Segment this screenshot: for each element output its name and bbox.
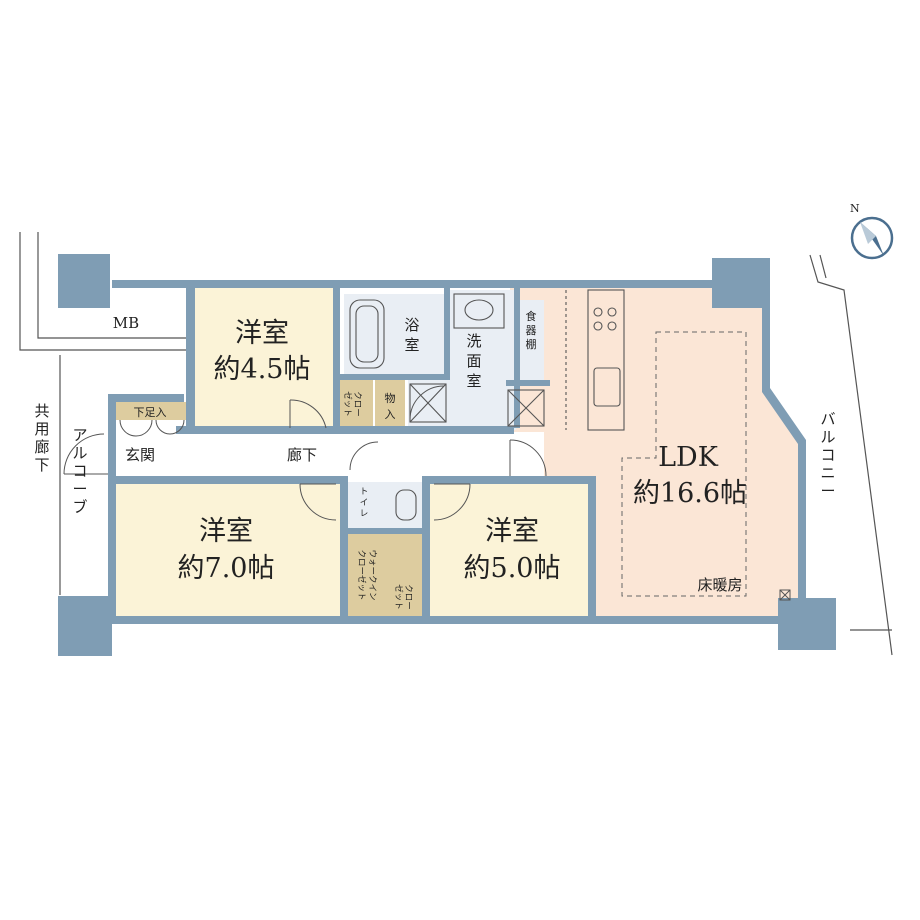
column-n [712, 258, 770, 308]
bath-fill [344, 294, 444, 374]
closet-c-fill [394, 578, 424, 616]
vent-icon [779, 589, 791, 601]
cupboard-fill [518, 300, 544, 380]
balcony-label-1: バ [820, 410, 835, 428]
balcony-label-3: コ [820, 446, 835, 464]
room-western-c-fill [428, 484, 588, 616]
balcony-label-5: ー [820, 482, 835, 500]
toilet-label-1: ト [360, 487, 369, 497]
alcove-label-3: コ [72, 462, 87, 480]
washer-pan [409, 383, 447, 423]
walkin-label-2: クローゼット [356, 549, 367, 600]
common-hallway-label-4: 下 [34, 456, 49, 474]
bath-label-2: 室 [404, 336, 419, 354]
common-hallway-label-1: 共 [34, 402, 49, 420]
alcove-label-5: ブ [72, 498, 87, 516]
floor-heating-label: 床暖房 [697, 576, 742, 594]
fixtures [349, 289, 625, 521]
walls [108, 280, 806, 624]
washbasin [453, 293, 505, 329]
storage-label-2: 入 [385, 408, 396, 421]
storage-label-1: 物 [385, 391, 396, 405]
cupboard-label-1: 食 [526, 309, 537, 323]
room-western-c-name: 洋室 [485, 516, 539, 547]
room-ldk-size: 約16.6帖 [633, 478, 747, 509]
room-ldk-name: LDK [658, 442, 719, 473]
closet-a-label-1: クロー [352, 391, 362, 417]
door-swings [63, 385, 547, 521]
washroom-fill [448, 290, 516, 430]
shoe-box-label: 下足入 [134, 406, 167, 419]
floor-heating-area [621, 331, 747, 597]
room-western-b-name: 洋室 [199, 516, 253, 547]
bathtub [349, 299, 385, 369]
small-labels: MB 廊下 玄関 下足入 浴 室 洗 面 室 食 器 棚 物 入 ト イ レ [113, 309, 537, 519]
room-western-b-size: 約7.0帖 [178, 553, 275, 584]
balcony-label-4: ニ [820, 464, 835, 482]
closet-c-label-1: クロー [403, 584, 413, 610]
closet-c-label-2: ゼット [393, 584, 404, 610]
compass-north-label: N [850, 202, 860, 215]
toilet-fill [346, 482, 426, 528]
alcove-label-2: ル [72, 444, 87, 462]
closet-a-fill [337, 380, 373, 428]
bath-label-1: 浴 [404, 316, 419, 334]
room-fills [112, 288, 800, 616]
bathtub-inner [355, 305, 379, 363]
common-hallway-label-3: 廊 [34, 438, 49, 456]
entrance-label: 玄関 [125, 446, 155, 464]
room-ldk-fill [510, 288, 800, 616]
hallway-label: 廊下 [287, 446, 317, 464]
washbasin-bowl [464, 299, 494, 321]
fridge-space [507, 389, 545, 427]
room-western-c-size: 約5.0帖 [464, 553, 561, 584]
balcony-label-2: ル [820, 428, 835, 446]
compass-icon: N [850, 202, 894, 260]
closet-labels: クロー ゼット ウォークイン クローゼット クロー ゼット [342, 391, 413, 610]
storage-fill [375, 380, 405, 428]
outside-labels: 共 用 廊 下 ア ル コ ー ブ バ ル コ ニ ー [34, 402, 835, 516]
toilet-label-3: レ [360, 509, 369, 519]
closet-a-label-2: ゼット [342, 391, 353, 417]
cupboard-label-3: 棚 [526, 337, 537, 351]
alcove-label-4: ー [72, 480, 87, 498]
common-hallway-label-2: 用 [34, 420, 49, 438]
room-labels: 洋室 約4.5帖 洋室 約7.0帖 洋室 約5.0帖 LDK 約16.6帖 床暖… [178, 318, 748, 594]
washroom-label-3: 室 [466, 372, 481, 390]
shoe-box-fill [116, 402, 186, 420]
walkin-label-1: ウォークイン [367, 549, 377, 600]
toilet-label-2: イ [360, 498, 369, 508]
context-lines [19, 232, 893, 656]
toilet-bowl [395, 489, 417, 521]
room-western-a-fill [195, 288, 335, 426]
column-nw [58, 254, 110, 308]
washroom-label-1: 洗 [466, 332, 481, 350]
kitchen-sink [593, 367, 621, 407]
washroom-label-2: 面 [466, 352, 481, 370]
column-sw [58, 596, 112, 656]
columns [58, 254, 836, 656]
mb-label: MB [113, 314, 139, 332]
alcove-label-1: ア [72, 426, 87, 444]
room-western-b-fill [112, 484, 344, 616]
room-western-a-name: 洋室 [235, 318, 289, 349]
cupboard-label-2: 器 [526, 324, 537, 337]
column-se [778, 598, 836, 650]
kitchen-counter [587, 289, 625, 431]
room-western-a-size: 約4.5帖 [214, 354, 311, 385]
